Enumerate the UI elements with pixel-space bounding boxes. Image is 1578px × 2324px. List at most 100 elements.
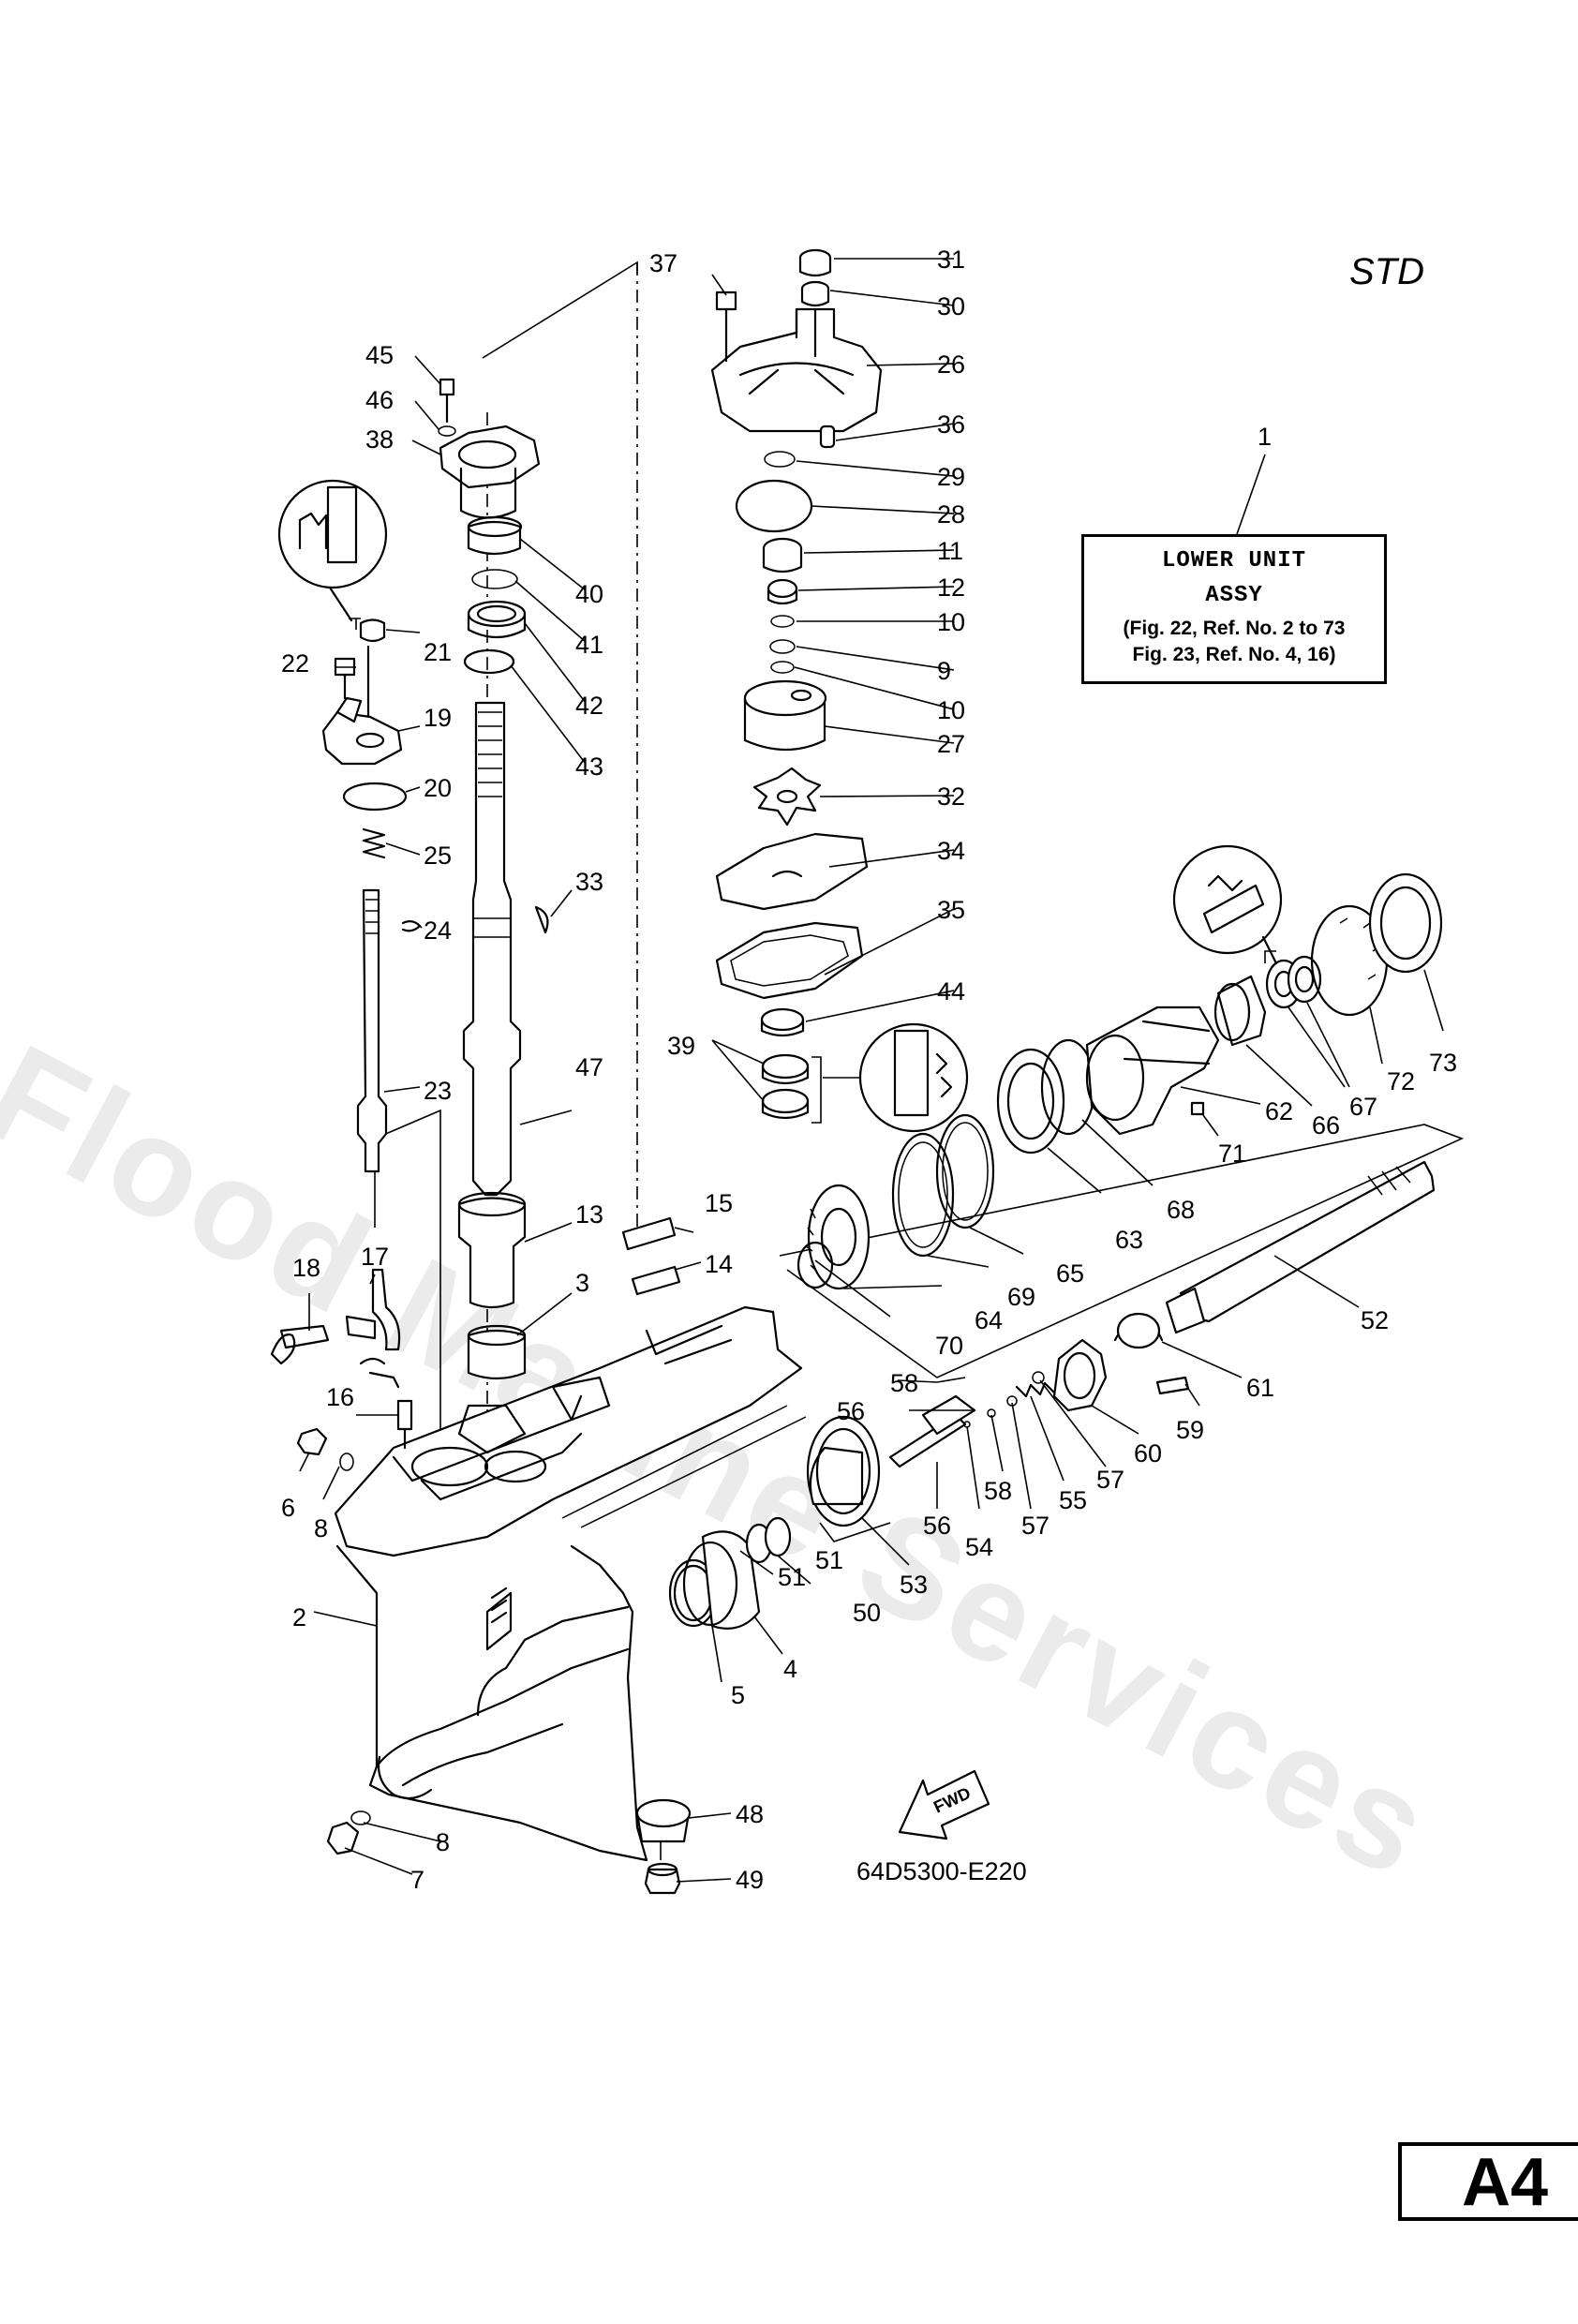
label-15: 15 bbox=[705, 1189, 733, 1217]
label-2: 2 bbox=[292, 1603, 306, 1631]
label-52: 52 bbox=[1361, 1306, 1389, 1334]
leader-lines bbox=[299, 258, 1444, 1883]
label-43: 43 bbox=[575, 752, 603, 781]
label-40: 40 bbox=[575, 580, 603, 608]
label-21: 21 bbox=[424, 638, 452, 666]
axis-bracket bbox=[482, 261, 638, 359]
label-50: 50 bbox=[853, 1599, 881, 1627]
variant-label: STD bbox=[1349, 251, 1424, 292]
label-51-right: 51 bbox=[815, 1546, 843, 1574]
label-36: 36 bbox=[937, 410, 965, 439]
label-38: 38 bbox=[365, 425, 394, 454]
leader-1 bbox=[1236, 454, 1266, 535]
label-35: 35 bbox=[937, 896, 965, 924]
page-tag: A4 bbox=[1398, 2142, 1578, 2221]
label-30: 30 bbox=[937, 292, 965, 320]
label-56-upper: 56 bbox=[837, 1397, 865, 1425]
note-line-3: (Fig. 22, Ref. No. 2 to 73 bbox=[1123, 618, 1346, 639]
bracket-50 bbox=[819, 1522, 891, 1542]
gear-side-parts bbox=[621, 844, 1443, 1895]
label-5: 5 bbox=[731, 1681, 745, 1709]
note-line-2: ASSY bbox=[1205, 583, 1263, 608]
label-9: 9 bbox=[937, 657, 951, 685]
label-27: 27 bbox=[937, 730, 965, 758]
label-8-top: 8 bbox=[314, 1514, 328, 1542]
label-20: 20 bbox=[424, 774, 452, 802]
driveshaft-column bbox=[438, 378, 549, 1380]
label-63: 63 bbox=[1115, 1226, 1143, 1254]
label-49: 49 bbox=[736, 1866, 764, 1894]
label-7: 7 bbox=[410, 1866, 424, 1894]
lower-casing bbox=[334, 1305, 807, 1862]
label-28: 28 bbox=[937, 500, 965, 529]
label-11: 11 bbox=[937, 537, 963, 565]
label-55: 55 bbox=[1059, 1486, 1087, 1514]
label-26: 26 bbox=[937, 350, 965, 379]
assembly-note-box: LOWER UNIT ASSY (Fig. 22, Ref. No. 2 to … bbox=[1081, 534, 1387, 684]
label-18: 18 bbox=[292, 1254, 320, 1282]
label-64: 64 bbox=[975, 1306, 1003, 1334]
label-65: 65 bbox=[1056, 1259, 1084, 1288]
label-1: 1 bbox=[1258, 423, 1272, 451]
label-46: 46 bbox=[365, 386, 394, 414]
label-44: 44 bbox=[937, 977, 965, 1006]
label-73: 73 bbox=[1429, 1049, 1457, 1077]
label-6: 6 bbox=[281, 1494, 295, 1522]
label-45: 45 bbox=[365, 341, 394, 369]
left-small-parts bbox=[270, 1268, 413, 1855]
label-60: 60 bbox=[1134, 1439, 1162, 1467]
label-47: 47 bbox=[575, 1053, 603, 1081]
label-4: 4 bbox=[783, 1655, 797, 1683]
note-line-1: LOWER UNIT bbox=[1161, 548, 1307, 574]
label-10-upper: 10 bbox=[937, 608, 965, 636]
label-16: 16 bbox=[326, 1383, 354, 1411]
label-68: 68 bbox=[1167, 1196, 1195, 1224]
label-58-lower: 58 bbox=[984, 1477, 1012, 1505]
label-22: 22 bbox=[281, 649, 309, 678]
label-54: 54 bbox=[965, 1533, 993, 1561]
axis-shift-rod bbox=[374, 1109, 441, 1462]
label-41: 41 bbox=[575, 631, 603, 659]
water-pump-stack bbox=[710, 248, 883, 1124]
label-57-left: 57 bbox=[1021, 1512, 1050, 1540]
label-62: 62 bbox=[1265, 1097, 1293, 1125]
label-42: 42 bbox=[575, 692, 603, 720]
label-61: 61 bbox=[1246, 1374, 1274, 1402]
label-3: 3 bbox=[575, 1269, 589, 1297]
part-number-labels: 1 2 3 4 5 6 7 8 8 9 10 10 11 12 13 14 15… bbox=[281, 246, 1457, 1894]
label-23: 23 bbox=[424, 1077, 452, 1105]
label-53: 53 bbox=[900, 1571, 928, 1599]
label-24: 24 bbox=[424, 916, 452, 945]
label-51-left: 51 bbox=[778, 1563, 806, 1591]
label-48: 48 bbox=[736, 1800, 764, 1828]
label-19: 19 bbox=[424, 704, 452, 732]
label-70: 70 bbox=[935, 1332, 963, 1360]
label-8-bottom: 8 bbox=[436, 1828, 450, 1856]
label-13: 13 bbox=[575, 1200, 603, 1229]
label-67: 67 bbox=[1349, 1093, 1377, 1121]
label-57-right: 57 bbox=[1096, 1466, 1124, 1494]
label-56-lower: 56 bbox=[923, 1512, 951, 1540]
label-10-lower: 10 bbox=[937, 696, 965, 724]
label-69: 69 bbox=[1007, 1283, 1035, 1311]
drawing-code: 64D5300-E220 bbox=[856, 1857, 1027, 1885]
label-72: 72 bbox=[1387, 1067, 1415, 1095]
label-71: 71 bbox=[1218, 1140, 1246, 1168]
note-line-4: Fig. 23, Ref. No. 4, 16) bbox=[1132, 644, 1336, 665]
label-29: 29 bbox=[937, 463, 965, 491]
label-31: 31 bbox=[937, 246, 965, 274]
label-33: 33 bbox=[575, 868, 603, 896]
label-12: 12 bbox=[937, 574, 965, 602]
label-59: 59 bbox=[1176, 1416, 1204, 1444]
fwd-arrow-icon: FWD bbox=[898, 1769, 990, 1840]
label-17: 17 bbox=[361, 1243, 389, 1271]
label-66: 66 bbox=[1312, 1111, 1340, 1140]
label-39: 39 bbox=[667, 1032, 695, 1060]
label-58-upper: 58 bbox=[890, 1369, 918, 1397]
propshaft-axis-box bbox=[779, 1124, 1465, 1378]
label-32: 32 bbox=[937, 782, 965, 811]
shift-rod-column bbox=[277, 479, 422, 1228]
label-37: 37 bbox=[649, 249, 677, 277]
